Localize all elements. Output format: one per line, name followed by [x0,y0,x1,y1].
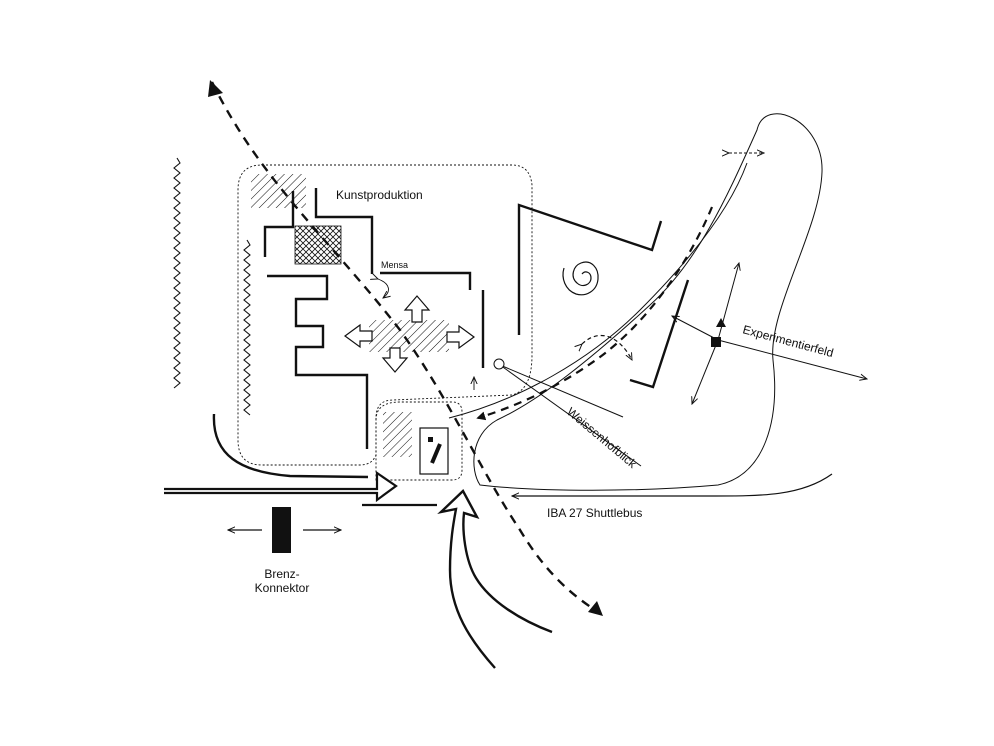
crosshatch-area [294,225,342,265]
hatch-area-center [369,320,449,352]
spiral-icon [562,261,599,296]
dashed-path-arrowhead-top [208,80,223,97]
label-brenz-line1: Brenz- [264,567,299,581]
entrance-marker-dot [428,437,433,442]
dashed-path-arrowhead-bottom [588,601,603,616]
label-kunstproduktion: Kunstproduktion [336,188,423,202]
zigzag-line-inner [243,239,251,416]
entrance-marker-bar [430,443,442,464]
shuttlebus-arrow [512,473,833,496]
experimentierfeld-outline [473,113,823,491]
entry-curve-arrow [212,413,369,479]
weissenhofblick-sightlines [493,358,642,467]
hatch-area-entrance [383,412,412,457]
mensa-swap-arrow [378,279,388,298]
dashed-main-path [210,81,599,613]
brenz-konnektor-block [272,507,291,553]
bottom-hollow-arrow [437,489,553,669]
experimentierfeld-markers [672,263,867,404]
zigzag-line-left [173,157,181,389]
entry-hollow-arrow [164,470,398,503]
label-mensa: Mensa [381,260,408,270]
dashed-path-right [476,206,714,421]
pedestrian-arrow-icon [343,295,476,373]
entrance-marker-box [419,427,449,475]
label-weissenhofblick: Weissenhofblick [564,405,640,472]
kunstproduktion-boundary [237,164,533,466]
label-experimentierfeld: Experimentierfeld [741,322,835,360]
thin-connector-curve [448,162,748,419]
hatch-area-top [251,174,306,208]
label-shuttlebus: IBA 27 Shuttlebus [547,506,642,520]
building-walls [263,188,690,449]
label-brenz-line2: Konnektor [255,581,310,595]
